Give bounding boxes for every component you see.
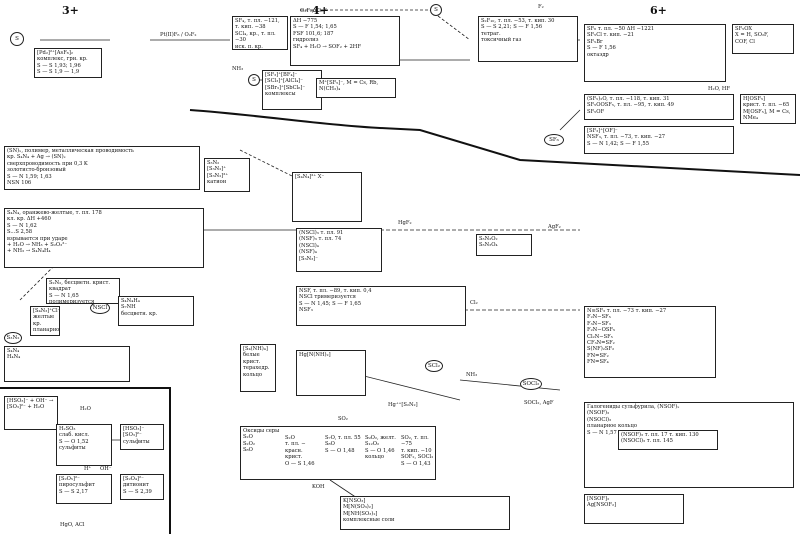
- box-s4nh4b: [S₄(NH)₄] белые крист. терахедр. кольцо: [240, 344, 276, 392]
- box-s4n4-ring: [S₄N₄]²⁺ X⁻: [292, 172, 362, 222]
- label-reagent-so2: SO₂: [338, 416, 348, 422]
- label-reagent-hgo: HgO, ACl: [60, 522, 85, 528]
- label-h-plus: H⁺: [84, 466, 92, 472]
- box-hosf5: H[OSF₅] крист. т. пл. −65 M[OSF₅], M = C…: [740, 94, 796, 124]
- node-s-mid4[interactable]: S: [248, 74, 260, 86]
- oxides-col-2: S₇O, т. пл. 55 S₈O S — O 1,48: [325, 435, 361, 454]
- label-pt-reagent: Pt(II)F₆ / O₂F₂: [160, 32, 197, 38]
- node-sf6[interactable]: SF₆: [544, 134, 564, 146]
- label-hg-s2n2: Hg⁺⁺[S₂N₂]: [388, 402, 418, 408]
- label-reagent-hgf2: HgF₂: [398, 220, 412, 226]
- node-s3n2[interactable]: S₃N₂: [4, 332, 22, 344]
- label-reagent-nh3: NH₃: [232, 66, 244, 72]
- box-sulfur-oxides: Оксиды серы S₂O S₂O₂ S₈O S₂O т. пл. − кр…: [240, 426, 436, 480]
- header-oxidation-4: 4+: [312, 4, 329, 17]
- label-reagent-cl2: Cl₂: [470, 300, 478, 306]
- label-reagent-koh: KOH: [312, 484, 325, 490]
- box-s2n2: S₂N₂, бесцветн. крист. квадрат S — N 1,6…: [46, 278, 120, 304]
- label-reagent-nh3b: NH₃: [466, 372, 478, 378]
- label-reagent-h2o: H₂O: [80, 406, 91, 412]
- box-sf5-ethers: (SF₅)₂O, т. пл. −118, т. кип. 31 SF₅OOSF…: [584, 94, 734, 120]
- node-s-top4[interactable]: S: [430, 4, 442, 16]
- label-reagent-socl2: SOCl₂, AgF: [524, 400, 554, 406]
- label-reagent-agf2: AgF₂: [548, 224, 561, 230]
- box-sf4-salts: [SF₃]⁺[BF₄]⁻ [SCl₃]⁺[AlCl₄]⁻ [SBr₃]⁺[SbC…: [262, 70, 322, 110]
- box-h2so3: H₂SO₃ слаб. кисл. S — O 1,52 сульфиты: [56, 424, 112, 466]
- arrow-sf6-sf5: [559, 109, 581, 131]
- box-snx-polymer: (SN)ₓ, полимер, металлическая проводимос…: [4, 146, 200, 190]
- box-s3n3cl3: (NSCl)₃ т. пл. 91 (NSF)₃ т. пл. 74 (NSCl…: [296, 228, 382, 272]
- box-s4n3: [S₄N₃]⁺Cl⁻ желтые кр. планарное кольцо: [30, 306, 60, 336]
- box-nso3-salts: K[NSO₃] M[N(SO₃)₂] M[NH(SO₃)₂] комплексн…: [340, 496, 510, 530]
- box-s3n2-cation: S₃N₂ [S₃N₂]⁺ [S₃N₂]²⁺ катион: [204, 158, 250, 192]
- box-nsof: [NSOF]₃ Ag[NSOF₂]: [584, 494, 684, 524]
- box-hso3: [HSO₃]⁻ [SO₃]²⁻ сульфиты: [120, 424, 164, 450]
- box-sf6-table: SF₆ т. пл. −50 ΔH −1221 SF₅Cl т. кип. −2…: [584, 24, 726, 82]
- arrow-snx-s4n4: [239, 149, 301, 181]
- header-oxidation-6: 6+: [650, 4, 667, 17]
- header-oxidation-3: 3+: [62, 4, 79, 17]
- oxides-title: Оксиды серы S₂O S₂O₂ S₈O: [243, 428, 280, 454]
- box-sf4-properties: ΔH −775 S — F 1,54; 1,65 FSF 101,6; 187 …: [290, 16, 400, 66]
- box-s4nh4-bottom: S₄N₄ H₄N₄: [4, 346, 130, 382]
- oxides-col-4: SO₂, т. пл. −75 т. кип. −10 SOF₂, SOCl₂ …: [401, 435, 434, 467]
- box-ms-salt: M⁺[SF₅]⁻, M = Cs, Rb, N(CH₃)₄: [316, 78, 396, 98]
- box-s4n4: S₄N₄, оранжево-желтые, т. пл. 178 кл. кр…: [4, 208, 204, 268]
- box-s4n4h4: S₄N₄H₄ S₇NH бесцветн. кр.: [118, 296, 194, 326]
- box-sf5ox: SF₅OX X = H, SO₂F, COF, Cl: [732, 24, 794, 54]
- box-hg-nh: Hg[N(NH)₂]: [296, 350, 366, 396]
- node-nscl[interactable]: NSCl: [90, 302, 110, 314]
- box-nsf: NSF, т. пл. −89, т. кип. 0,4 NSCl тример…: [296, 286, 466, 326]
- label-reagent-h2o-hf: H₂O, HF: [708, 86, 730, 92]
- box-s2f10: S₂F₁₀, т. пл. −53, т. кип. 30 S — S 2,21…: [478, 16, 578, 62]
- arrow-socl2: [459, 379, 561, 391]
- box-sulfuryl-table: (NSOF)₃ т. пл. 17 т. кип. 130 (NSOCl)₃ т…: [618, 430, 718, 450]
- label-reagent-f2: F₂: [538, 4, 544, 10]
- oxides-col-3: S₉O₂, желт. S₁₂O₂ S — O 1,46 кольцо: [365, 435, 396, 461]
- node-scl2[interactable]: SCl₂: [425, 360, 443, 372]
- label-reagent-sf4: O₂F₂, Cl₂F: [300, 8, 327, 14]
- node-s-left[interactable]: S: [10, 32, 24, 46]
- divider-lower: [0, 387, 171, 534]
- box-sf4: SF₄, т. пл. −121, т. кип. −38 SCl₄, кр.,…: [232, 16, 288, 50]
- divider-upper: [189, 109, 800, 176]
- box-s2o5: [S₂O₅]²⁻ пиросульфит S — S 2,17: [56, 474, 112, 504]
- label-oh-minus: OH⁻: [100, 466, 112, 472]
- oxides-col-1: S₂O т. пл. − красн. крист. O — S 1,46: [285, 435, 315, 467]
- box-s3n3o: S₃N₃O₂ S₃N₃O₄: [476, 234, 532, 256]
- box-pd-complex: [Pd₂]²⁺[AsF₆]₂ комплекс, грн. кр. S — S …: [34, 48, 102, 78]
- box-s2o4: [S₂O₄]²⁻ дитионит S — S 2,39: [120, 474, 164, 500]
- box-nsf-table: N≡SF₃ т. пл. −73 т. кип. −27 F₂N−SF₅ F₃N…: [584, 306, 716, 378]
- node-socl2[interactable]: SOCl₂: [520, 378, 542, 390]
- box-hso3oh: [HSO₃]⁻ + OH⁻ → [SO₃]²⁻ + H₂O: [4, 396, 58, 430]
- box-sf5-nitride: [SF₃]⁺[OF]⁻ NSF₃, т. пл. −73, т. кип. −2…: [584, 126, 734, 154]
